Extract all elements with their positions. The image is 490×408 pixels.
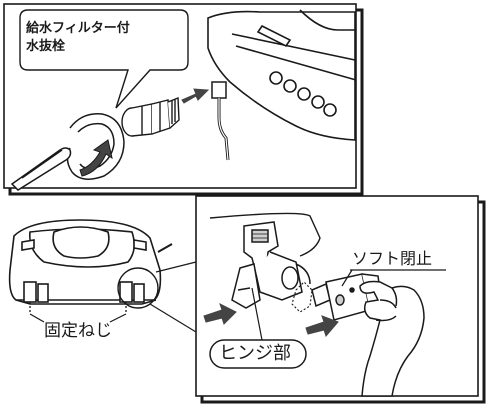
zoom-circle bbox=[117, 267, 159, 309]
fixing-screw-label: 固定ねじ bbox=[44, 321, 112, 341]
pull-arrow-right bbox=[305, 315, 339, 337]
soft-close-leader-line bbox=[341, 269, 353, 287]
filter-drain-plug bbox=[121, 96, 180, 137]
top-panel-shadow bbox=[8, 8, 364, 196]
detail-panel-shadow bbox=[200, 200, 486, 404]
soft-close-ghost bbox=[291, 281, 313, 313]
water-inlet-pipe bbox=[211, 81, 230, 161]
filter-label-line2: 水抜栓 bbox=[26, 39, 66, 54]
leader-line-screw-left bbox=[29, 313, 45, 323]
filter-label-line1: 給水フィルター付 bbox=[26, 21, 130, 36]
zoom-leader-line bbox=[149, 261, 197, 333]
detail-tank-outline bbox=[209, 212, 321, 257]
leader-line-screw-right bbox=[109, 313, 127, 323]
hinge-label-pill bbox=[209, 339, 307, 369]
rotate-handle-ring bbox=[66, 113, 125, 180]
soft-close-label: ソフト閉止 bbox=[352, 249, 433, 268]
rotate-arrow-icon bbox=[79, 139, 113, 177]
toilet-tank bbox=[207, 9, 357, 141]
screwdriver-icon bbox=[10, 147, 72, 191]
hand-illustration bbox=[359, 280, 425, 397]
hinge-label: ヒンジ部 bbox=[219, 343, 291, 364]
callout-bubble bbox=[19, 9, 189, 109]
hinge-bracket bbox=[231, 221, 311, 309]
hinge-leader-line bbox=[251, 287, 263, 341]
push-arrow-icon bbox=[181, 88, 210, 104]
toilet-seat-assembly bbox=[8, 219, 173, 305]
pull-arrow-left bbox=[203, 303, 237, 325]
filter-drain-callout: 給水フィルター付 水抜栓 bbox=[26, 20, 130, 56]
